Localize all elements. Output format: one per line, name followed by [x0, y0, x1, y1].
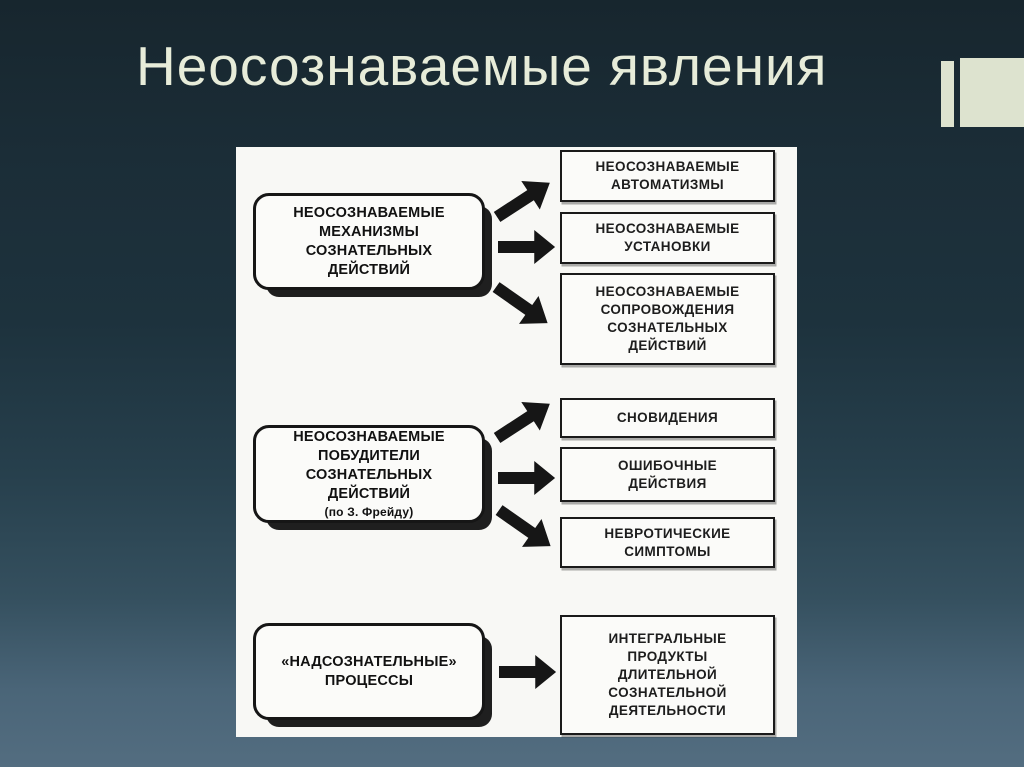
target-box-line: АВТОМАТИЗМЫ	[611, 177, 724, 192]
target-box-line: НЕОСОЗНАВАЕМЫЕ	[595, 284, 740, 299]
target-box-line: ИНТЕГРАЛЬНЫЕ	[608, 631, 727, 646]
source-box-line: ПРОЦЕССЫ	[324, 672, 414, 689]
slide-title: Неосознаваемые явления	[136, 35, 828, 97]
target-box-line: ДЛИТЕЛЬНОЙ	[617, 667, 718, 682]
source-box-supraconscious-processes: «НАДСОЗНАТЕЛЬНЫЕ» ПРОЦЕССЫ	[253, 623, 485, 720]
target-box-line: ОШИБОЧНЫЕ	[617, 457, 718, 473]
arrow-up-right-icon	[486, 165, 561, 233]
target-box-line: УСТАНОВКИ	[624, 239, 711, 254]
target-box-line: ДЕЙСТВИЯ	[628, 475, 707, 491]
target-box-line: ДЕЙСТВИЙ	[628, 338, 707, 353]
target-box-unconscious-accompaniments: НЕОСОЗНАВАЕМЫЕ СОПРОВОЖДЕНИЯ СОЗНАТЕЛЬНЫ…	[560, 273, 775, 365]
arrow-right-icon	[498, 458, 556, 498]
source-box-line: «НАДСОЗНАТЕЛЬНЫЕ»	[281, 653, 457, 670]
source-box-unconscious-mechanisms: НЕОСОЗНАВАЕМЫЕ МЕХАНИЗМЫ СОЗНАТЕЛЬНЫХ ДЕ…	[253, 193, 485, 290]
target-box-line: НЕВРОТИЧЕСКИЕ	[604, 525, 731, 541]
arrow-down-right-icon	[488, 494, 563, 563]
target-box-line: ПРОДУКТЫ	[627, 649, 708, 664]
target-box-erroneous-actions: ОШИБОЧНЫЕ ДЕЙСТВИЯ	[560, 447, 775, 502]
accent-bar-thin	[941, 61, 954, 127]
arrow-down-right-icon	[485, 271, 560, 340]
source-box-note: (по З. Фрейду)	[324, 505, 414, 519]
arrow-up-right-icon	[486, 386, 561, 454]
target-box-line: НЕОСОЗНАВАЕМЫЕ	[595, 221, 740, 236]
target-box-unconscious-attitudes: НЕОСОЗНАВАЕМЫЕ УСТАНОВКИ	[560, 212, 775, 264]
source-box-unconscious-motives: НЕОСОЗНАВАЕМЫЕ ПОБУДИТЕЛИ СОЗНАТЕЛЬНЫХ Д…	[253, 425, 485, 523]
source-box-line: ПОБУДИТЕЛИ	[318, 448, 420, 464]
source-box-line: НЕОСОЗНАВАЕМЫЕ	[293, 204, 445, 221]
source-box-line: ДЕЙСТВИЙ	[327, 486, 411, 502]
target-box-line: СИМПТОМЫ	[624, 543, 711, 559]
target-box-line: СНОВИДЕНИЯ	[616, 410, 719, 425]
source-box-line: ДЕЙСТВИЙ	[327, 261, 411, 278]
source-box-line: СОЗНАТЕЛЬНЫХ	[305, 242, 433, 259]
accent-bar-wide	[960, 58, 1024, 127]
target-box-neurotic-symptoms: НЕВРОТИЧЕСКИЕ СИМПТОМЫ	[560, 517, 775, 568]
target-box-line: ДЕЯТЕЛЬНОСТИ	[608, 703, 727, 718]
source-box-line: НЕОСОЗНАВАЕМЫЕ	[293, 429, 445, 445]
source-box-line: МЕХАНИЗМЫ	[319, 223, 419, 240]
diagram-panel: НЕОСОЗНАВАЕМЫЕ МЕХАНИЗМЫ СОЗНАТЕЛЬНЫХ ДЕ…	[236, 147, 797, 737]
target-box-line: СОЗНАТЕЛЬНЫХ	[607, 320, 728, 335]
target-box-line: НЕОСОЗНАВАЕМЫЕ	[595, 159, 740, 174]
source-box-line: СОЗНАТЕЛЬНЫХ	[305, 467, 433, 483]
target-box-integral-products: ИНТЕГРАЛЬНЫЕ ПРОДУКТЫ ДЛИТЕЛЬНОЙ СОЗНАТЕ…	[560, 615, 775, 735]
arrow-right-icon	[498, 227, 556, 267]
arrow-right-icon	[499, 652, 557, 692]
target-box-unconscious-automatisms: НЕОСОЗНАВАЕМЫЕ АВТОМАТИЗМЫ	[560, 150, 775, 202]
target-box-dreams: СНОВИДЕНИЯ	[560, 398, 775, 438]
target-box-line: СОЗНАТЕЛЬНОЙ	[608, 685, 727, 700]
target-box-line: СОПРОВОЖДЕНИЯ	[600, 302, 735, 317]
